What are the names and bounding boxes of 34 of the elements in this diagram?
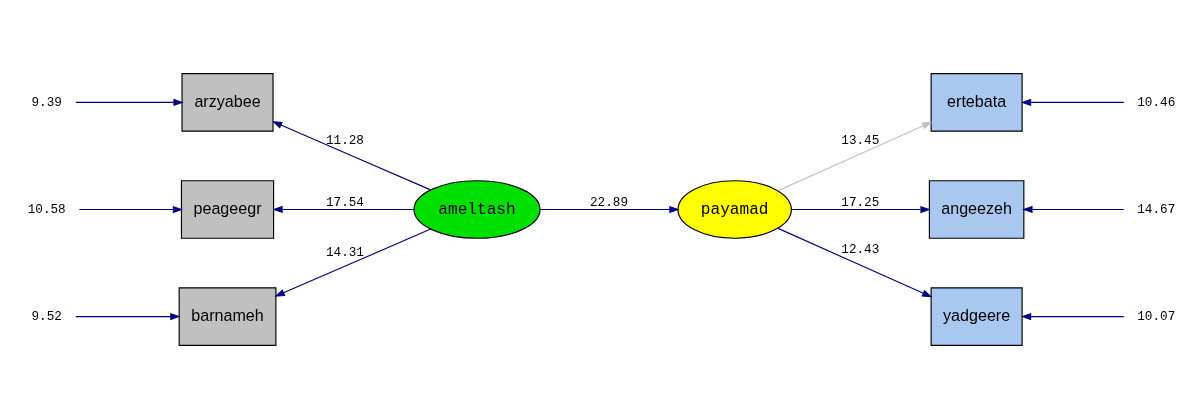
edge-label: 13.45 [841, 132, 880, 148]
edge-label: 11.28 [326, 132, 364, 148]
node-ellipse: payamad [677, 179, 792, 239]
node-text: 10.46 [1137, 94, 1176, 110]
node-text: 9.39 [31, 94, 62, 110]
arrow [1020, 312, 1125, 320]
arrow [271, 120, 432, 190]
node-box: ertebata [930, 72, 1023, 132]
edge-label: 12.43 [841, 241, 880, 257]
edge-label: 17.25 [841, 194, 880, 210]
arrow [1022, 205, 1125, 213]
arrow [272, 205, 415, 213]
arrow [777, 227, 933, 297]
node-box: angeezeh [928, 179, 1025, 239]
arrow [777, 121, 933, 191]
edge-label: 22.89 [590, 194, 628, 210]
node-text: 14.67 [1137, 201, 1176, 217]
arrow [78, 205, 184, 213]
edge-label: 14.31 [326, 244, 364, 260]
node-ellipse: ameltash [413, 179, 541, 239]
node-text: 10.07 [1137, 308, 1176, 324]
arrow [790, 205, 931, 213]
arrow [75, 312, 181, 320]
arrow [539, 205, 680, 213]
node-text: 10.58 [27, 201, 66, 217]
node-text: 9.52 [31, 308, 62, 324]
arrow [274, 227, 432, 297]
node-box: barnameh [178, 286, 277, 346]
arrow [1020, 98, 1125, 106]
edge-label: 17.54 [326, 194, 364, 210]
node-box: peageegr [180, 179, 275, 239]
node-box: yadgeere [930, 286, 1023, 346]
arrow [75, 98, 184, 106]
node-box: arzyabee [181, 72, 274, 132]
